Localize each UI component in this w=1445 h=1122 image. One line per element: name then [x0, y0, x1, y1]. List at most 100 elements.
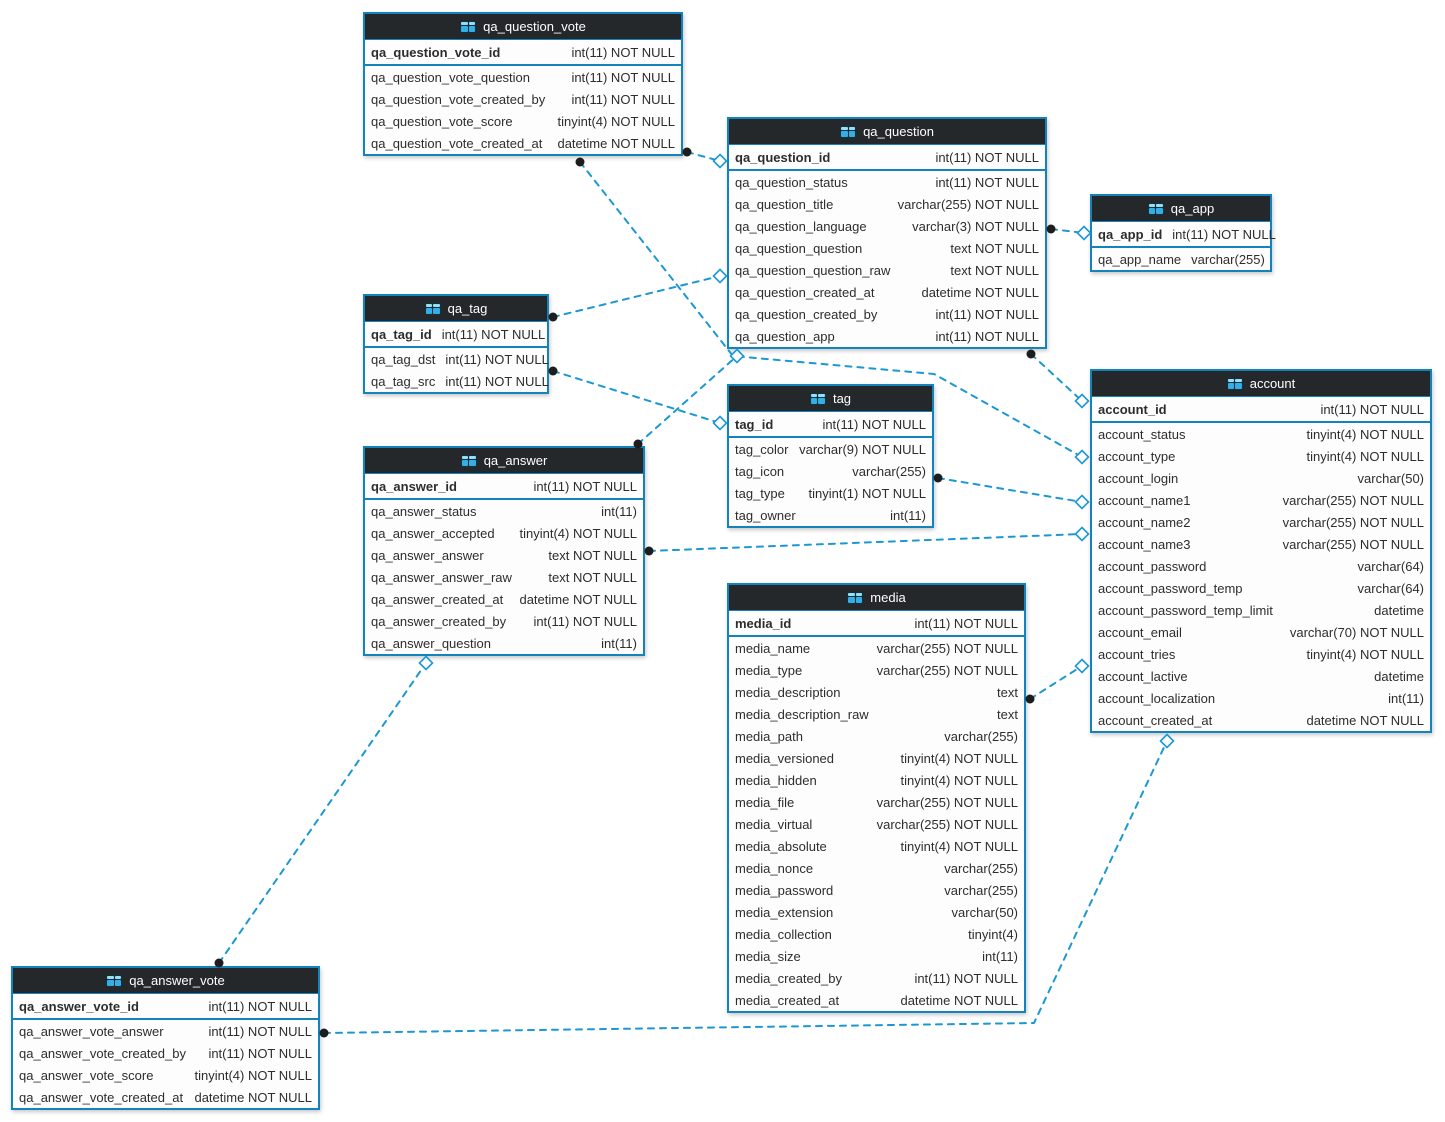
relation-line-qa_answer-to-account[interactable]	[648, 533, 1083, 552]
table-header-qa_answer[interactable]: qa_answer	[365, 448, 643, 474]
relation-line-qa_tag-to-qa_question[interactable]	[552, 275, 721, 318]
table-header-qa_question[interactable]: qa_question	[729, 119, 1045, 145]
table-header-qa_app[interactable]: qa_app	[1092, 196, 1270, 222]
table-header-tag[interactable]: tag	[729, 386, 932, 412]
relation-line-qa_answer_vote-to-qa_answer[interactable]	[218, 662, 427, 964]
table-header-qa_question_vote[interactable]: qa_question_vote	[365, 14, 681, 40]
table-header-account[interactable]: account	[1092, 371, 1430, 397]
relation-line-qa_tag-to-tag[interactable]	[552, 370, 721, 424]
relation-line-qa_question-to-account[interactable]	[1030, 353, 1083, 402]
column-name: qa_answer_vote_answer	[19, 1023, 164, 1039]
table-header-media[interactable]: media	[729, 585, 1024, 611]
relation-line-media-to-account[interactable]	[1029, 665, 1083, 700]
table-header-qa_tag[interactable]: qa_tag	[365, 296, 547, 322]
table-header-qa_answer_vote[interactable]: qa_answer_vote	[13, 968, 318, 994]
relation-line-qa_answer-to-qa_question[interactable]	[637, 355, 738, 445]
relation-endpoint-diamond-qa_question	[712, 268, 728, 284]
relation-line-tag-to-account[interactable]	[937, 477, 1083, 503]
relation-line-qa_question-to-qa_app[interactable]	[1050, 228, 1085, 234]
relation-line-qa_question_vote-to-qa_question[interactable]	[686, 151, 721, 162]
